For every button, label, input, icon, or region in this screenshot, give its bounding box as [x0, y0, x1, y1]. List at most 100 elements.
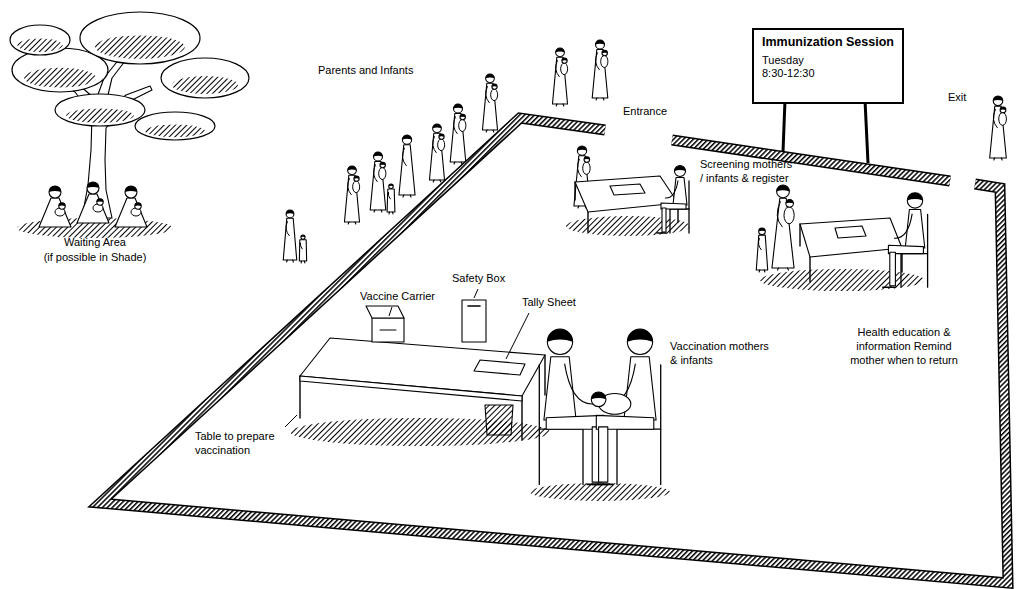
head [135, 203, 141, 209]
head [59, 203, 65, 209]
label-holder: Vaccine Carrier [360, 290, 435, 304]
preparation-table [300, 300, 545, 440]
foot [304, 261, 305, 263]
arm [665, 181, 678, 199]
part-label: Safety Box [452, 272, 505, 286]
robe [399, 145, 415, 195]
head [777, 185, 790, 198]
head [87, 182, 99, 194]
foot [787, 268, 788, 270]
table-leg [544, 355, 545, 395]
ground-shadow [566, 216, 690, 236]
headscarf [59, 203, 65, 206]
standing-person [344, 166, 359, 224]
station-text: Vaccination mothers & infants [670, 340, 770, 368]
head [596, 40, 605, 49]
robe [482, 83, 497, 130]
foot [292, 260, 294, 262]
chair-leg [900, 254, 901, 288]
headscarf [286, 210, 294, 214]
headscarf [584, 157, 590, 160]
headscarf [759, 228, 766, 231]
head [97, 199, 103, 205]
standing-person [592, 40, 608, 100]
foot [454, 162, 456, 164]
headscarf [591, 392, 606, 399]
figures [10, 12, 1006, 501]
head [460, 114, 465, 119]
baby [379, 168, 386, 180]
headscarf [596, 40, 605, 45]
arm [348, 178, 352, 195]
foot [374, 210, 376, 212]
tree-canopy [80, 12, 200, 64]
headscarf [486, 74, 495, 78]
head [49, 186, 61, 198]
headscarf [402, 135, 411, 140]
head [439, 134, 444, 139]
headscarf [907, 193, 922, 201]
board-line: 8:30-12:30 [762, 67, 894, 81]
foot [1001, 158, 1003, 160]
robe [115, 198, 147, 227]
foot [348, 222, 350, 224]
part-label: Tally Sheet [522, 296, 576, 310]
head [562, 58, 567, 63]
standing-person [429, 124, 444, 182]
standing-person [387, 184, 395, 214]
arm [388, 192, 390, 199]
table-leg [521, 396, 522, 440]
text-block: Vaccination mothers & infants [670, 340, 770, 368]
chair-back [927, 214, 928, 287]
foot [764, 270, 766, 272]
standing-person [299, 235, 306, 263]
headscarf [460, 114, 465, 117]
text-block: Health education & information Remind mo… [848, 326, 960, 367]
fence-outline [100, 118, 1008, 583]
robe [299, 240, 306, 261]
chair-leg [669, 209, 670, 233]
headscarf [547, 329, 572, 342]
health-education-station: Health education & information Remind mo… [760, 188, 965, 388]
carrier-lid [366, 306, 404, 318]
foot [492, 130, 494, 132]
baby [601, 56, 608, 68]
standing-person [552, 48, 567, 106]
foot [301, 261, 302, 263]
head [433, 124, 442, 133]
head [907, 193, 922, 208]
box-slot [468, 305, 480, 307]
standing-person [772, 185, 794, 270]
head [301, 235, 305, 239]
baby [561, 63, 568, 75]
baby [459, 120, 466, 132]
label-holder: Waiting Area [30, 236, 160, 250]
standing-person [990, 96, 1007, 160]
carrier-band [380, 330, 396, 331]
baby [784, 207, 794, 224]
foot [388, 212, 389, 214]
foot [556, 104, 558, 106]
chair-back [688, 181, 689, 233]
arm [403, 148, 407, 166]
table-top [800, 218, 902, 257]
label-holder: Table to prepare vaccination [195, 430, 295, 458]
sign-board: Immunization SessionTuesday8:30-12:30 [752, 28, 904, 104]
foot [657, 232, 666, 234]
entrance-label: Entrance [620, 104, 670, 120]
seated-woman [115, 186, 147, 227]
headscarf [556, 48, 565, 52]
head [402, 135, 411, 144]
robe [990, 106, 1007, 158]
headscarf [1000, 107, 1006, 110]
foot [759, 270, 761, 272]
head [492, 84, 497, 89]
baby [353, 181, 360, 193]
standing-person [370, 152, 386, 212]
headscarf [675, 166, 686, 172]
exit-label: Exit [945, 90, 969, 106]
foot [883, 286, 896, 288]
robe [387, 189, 395, 212]
headscarf [602, 50, 607, 53]
robe [592, 50, 608, 99]
